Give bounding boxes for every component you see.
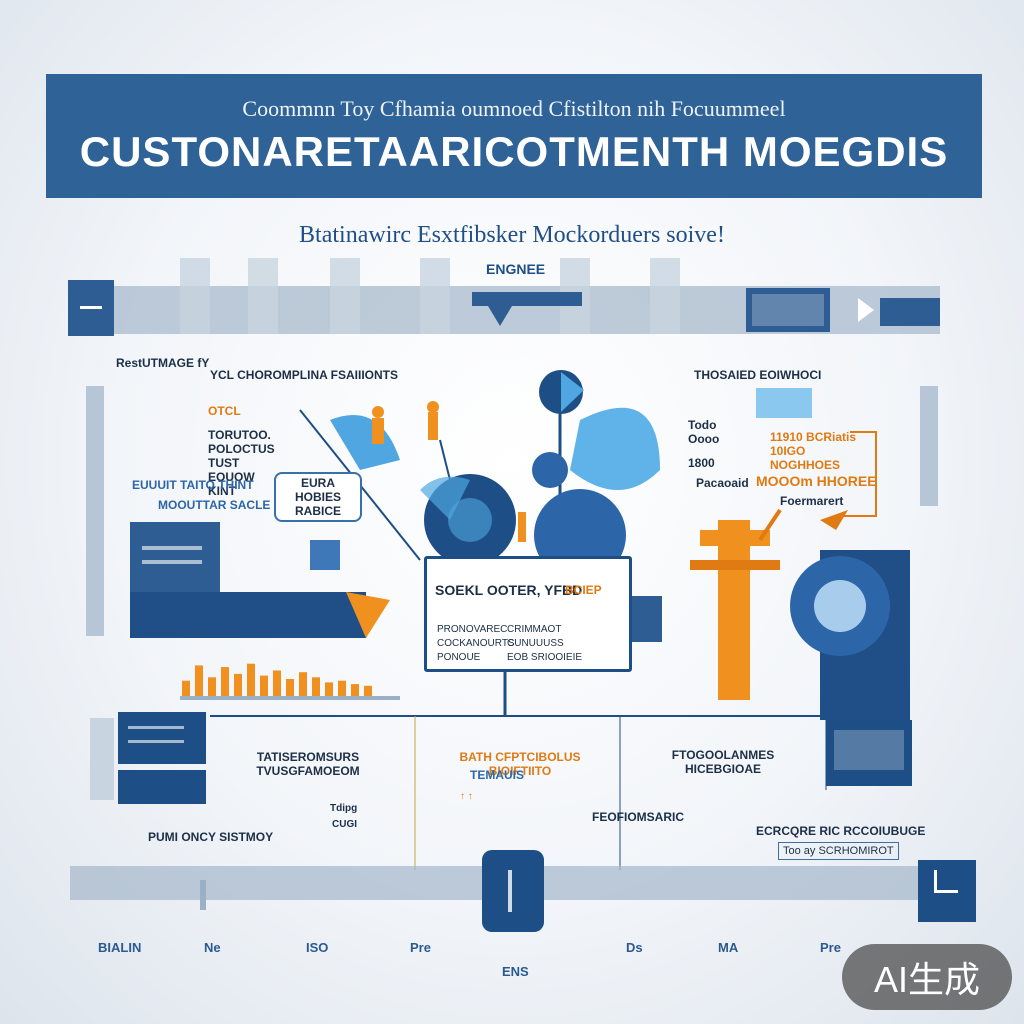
bottom-right-low: ECRCQRE RIC RCCOIUBUGE bbox=[756, 824, 926, 838]
dish-right bbox=[570, 407, 660, 490]
level-bar bbox=[182, 680, 190, 696]
left-callout: EURA HOBIES RABICE bbox=[274, 472, 362, 522]
left-label-c: OTCL bbox=[208, 404, 241, 418]
monitor-line-e: CUNUUUSS bbox=[507, 638, 564, 649]
level-bar bbox=[273, 670, 281, 696]
left-label-f: MOOUTTAR SACLE bbox=[158, 498, 271, 512]
bottom-small-b: CUGI bbox=[332, 819, 357, 830]
level-bars bbox=[182, 663, 372, 696]
nav-item-4[interactable]: Ds bbox=[626, 940, 643, 955]
rail-clamp bbox=[472, 292, 582, 306]
left-label-d: TORUTOO. POLOCTUS TUST EOUOW KINT bbox=[208, 428, 275, 498]
right-label-e: Pacaoaid bbox=[696, 476, 749, 490]
tagline: Btatinawirc Esxtfibsker Mockorduers soiv… bbox=[299, 222, 725, 248]
left-callout-text: EURA HOBIES RABICE bbox=[294, 476, 341, 518]
nav-item-2[interactable]: ISO bbox=[306, 940, 329, 955]
monitor-line-a: PRONOVAREC bbox=[437, 624, 508, 635]
banner-subtitle: Coommnn Toy Cfhamia oumnoed Cfistilton n… bbox=[242, 96, 786, 121]
nav-item-5[interactable]: MA bbox=[718, 940, 739, 955]
rail-device bbox=[746, 288, 830, 332]
nav-bottom[interactable]: ENS bbox=[502, 964, 529, 979]
level-bar bbox=[247, 663, 255, 696]
right-label-c: 1800 bbox=[688, 456, 715, 470]
level-bar bbox=[299, 672, 307, 696]
bottom-left-title: TATISEROMSURS TVUSGFAMOEOM bbox=[256, 750, 360, 778]
level-bar bbox=[364, 685, 372, 696]
right-label-a: THOSAIED EOIWHOCI bbox=[694, 368, 822, 382]
banner-title: CUSTONARETAARICOTMENTH MOEGDIS bbox=[79, 128, 949, 175]
right-label-f: MOOOm HHOREE bbox=[756, 473, 877, 489]
level-bar bbox=[338, 680, 346, 696]
engine-label: ENGNEE bbox=[486, 261, 546, 277]
monitor-line-d: CRIMMAOT bbox=[507, 624, 562, 635]
level-bar bbox=[260, 675, 268, 696]
level-bar bbox=[325, 682, 333, 696]
bottom-center-sub: TEMAUIS bbox=[470, 768, 524, 782]
ai-generated-badge: AI生成 bbox=[842, 944, 1012, 1010]
monitor-line-b: COCKANOURTS bbox=[437, 638, 515, 649]
monitor-badge: BCIEP bbox=[565, 583, 602, 597]
level-bar bbox=[195, 665, 203, 696]
nav-item-6[interactable]: Pre bbox=[820, 940, 841, 955]
bottom-small-a: Tdipg bbox=[330, 803, 358, 814]
central-monitor: SOEKL OOTER, YFBD BCIEP PRONOVAREC COCKA… bbox=[424, 556, 632, 672]
bottom-left-low: PUMI ONCY SISTMOY bbox=[148, 830, 274, 844]
bottom-center-low: FEOFIOMSARIC bbox=[592, 810, 684, 824]
bottom-center-node bbox=[482, 850, 544, 932]
left-label-b: YCL CHOROMPLINA FSAIIIONTS bbox=[210, 368, 399, 382]
bottom-right-title: FTOGOOLANMES HICEBGIOAE bbox=[671, 748, 775, 776]
left-label-e: EUUUIT TAITO THINT bbox=[132, 478, 254, 492]
header-banner: Coommnn Toy Cfhamia oumnoed Cfistilton n… bbox=[46, 74, 982, 198]
monitor-line-f: EOB SRIOOIEIE bbox=[507, 652, 583, 663]
monitor-line-c: PONOUE bbox=[437, 652, 481, 663]
level-bar bbox=[234, 673, 242, 696]
bottom-right-low-sub: Too ay SCRHOMIROT bbox=[778, 842, 899, 860]
bottom-center-title: BATH CFPTCIBOLUS BIOIFTIITO bbox=[459, 750, 581, 778]
left-label-a: RestUTMAGE fY bbox=[116, 356, 210, 370]
level-bar bbox=[221, 667, 229, 696]
monitor-title: SOEKL OOTER, YFBD bbox=[435, 582, 583, 598]
level-bar bbox=[351, 684, 359, 696]
right-label-b: Todo Oooo bbox=[688, 418, 720, 446]
level-bar bbox=[208, 677, 216, 696]
nav-item-0[interactable]: BIALIN bbox=[98, 940, 142, 955]
orange-tower bbox=[718, 520, 750, 700]
bottom-arrow-marks: ↑ ↑ bbox=[460, 791, 473, 802]
nav-item-1[interactable]: Ne bbox=[204, 940, 221, 955]
level-bar bbox=[286, 679, 294, 696]
nav-item-3[interactable]: Pre bbox=[410, 940, 431, 955]
level-bar bbox=[312, 677, 320, 696]
right-label-g: Foermarert bbox=[780, 494, 844, 508]
right-label-d: 11910 BCRiatis 10IGO NOGHHOES bbox=[770, 430, 857, 472]
bottom-left-block bbox=[118, 712, 206, 764]
